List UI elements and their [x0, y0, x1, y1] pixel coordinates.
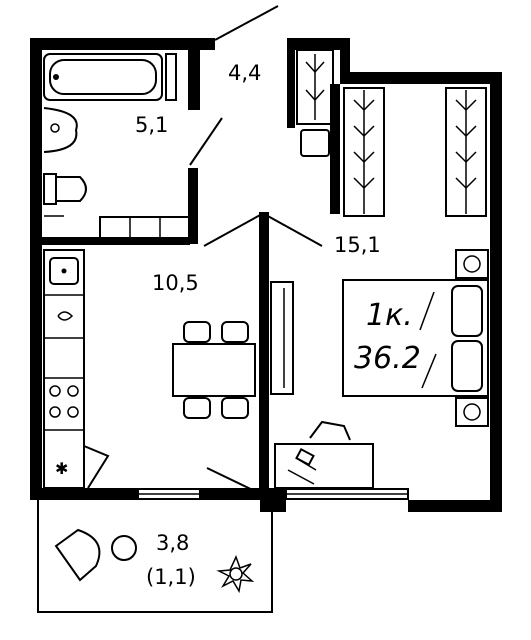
toilet	[43, 173, 87, 205]
hall-area-label: 4,4	[228, 61, 261, 85]
apartment-total-area-label: 36.2	[354, 341, 421, 376]
kitchen-area-label: 10,5	[152, 271, 199, 295]
bathtub	[43, 53, 163, 101]
room-area-label: 15,1	[334, 233, 381, 257]
room-furniture	[270, 49, 489, 489]
doors	[189, 5, 323, 495]
dining-set	[172, 321, 256, 419]
bathroom-area-label: 5,1	[135, 113, 168, 137]
bathroom-fixtures	[43, 53, 191, 242]
desk	[274, 443, 374, 489]
svg-text:✱: ✱	[55, 459, 68, 478]
walls	[30, 38, 502, 512]
apartment-type-label: 1к.	[366, 298, 413, 333]
sink	[43, 107, 78, 153]
bed	[342, 279, 489, 397]
kitchen-units: ✱	[43, 249, 110, 489]
hob	[49, 385, 79, 418]
plant-icon	[216, 555, 255, 594]
balcony	[37, 500, 273, 613]
balcony-area-label: 3,8	[156, 531, 189, 555]
balcony-coefficient-label: (1,1)	[146, 565, 196, 589]
